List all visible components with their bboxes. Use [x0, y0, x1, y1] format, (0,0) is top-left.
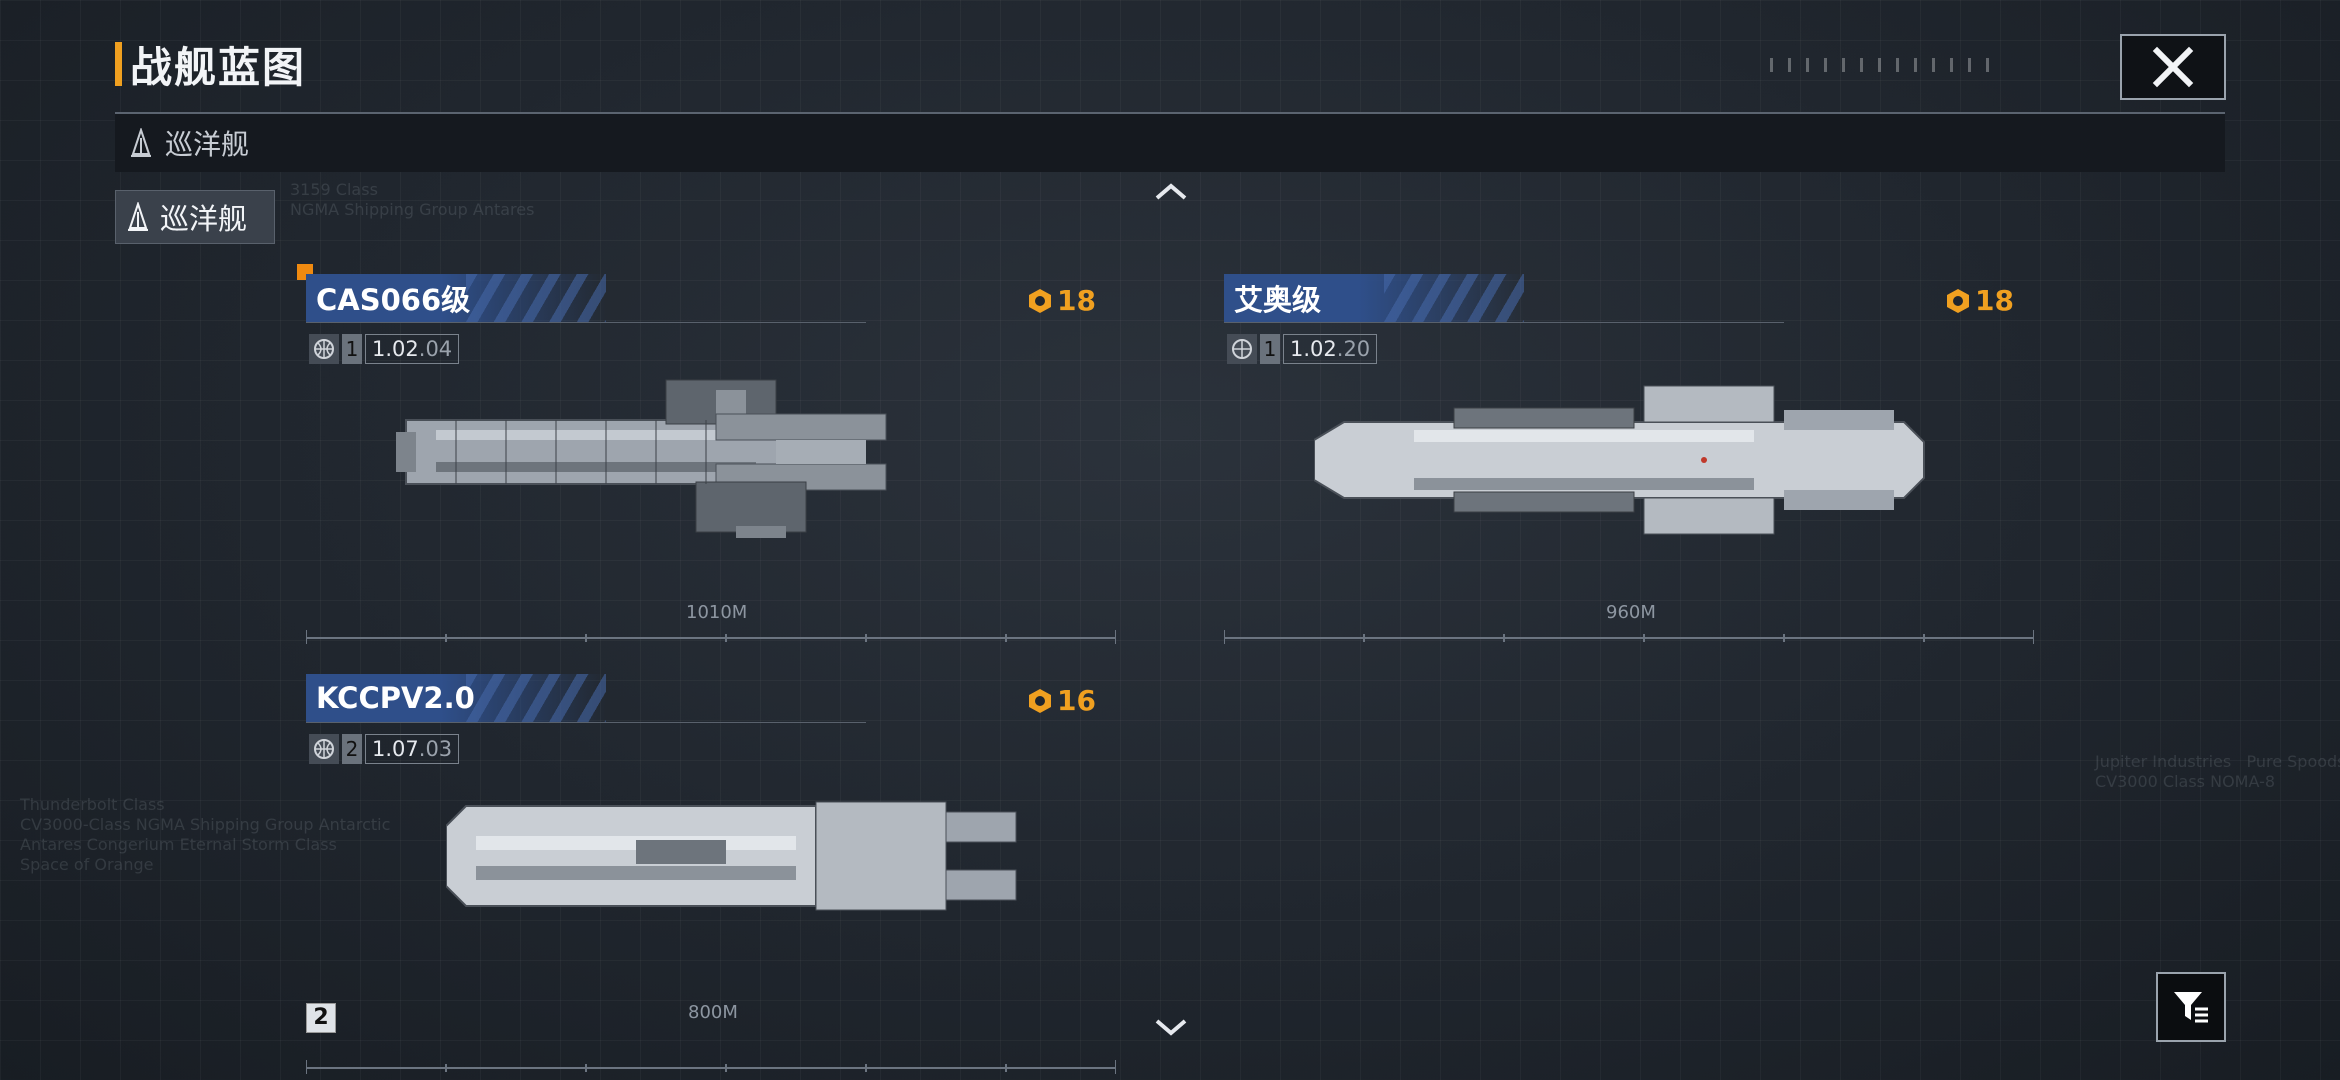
background-decoration: Thunderbolt Class CV3000-Class NGMA Ship…	[20, 795, 391, 874]
blueprint-scale	[306, 630, 1116, 644]
blueprint-scale	[306, 1060, 1116, 1074]
close-icon	[2152, 46, 2194, 88]
ship-level: 1	[1260, 334, 1280, 364]
ship-length: 800M	[688, 1002, 738, 1023]
cost-value: 18	[1975, 284, 2014, 317]
globe-icon	[309, 734, 339, 764]
name-underline	[306, 722, 866, 723]
page-title: 战舰蓝图	[130, 42, 307, 92]
page-number: 2	[306, 1003, 336, 1033]
filter-button[interactable]	[2156, 972, 2226, 1042]
version-main: 1.02	[372, 337, 419, 361]
ship-length: 960M	[1606, 602, 1656, 623]
ship-name-banner: 艾奥级	[1224, 274, 1524, 322]
globe-icon	[309, 334, 339, 364]
ship-cost: 18	[1027, 284, 1096, 317]
ship-version: 1.02.04	[365, 334, 460, 364]
ship-version: 1.02.20	[1283, 334, 1378, 364]
scroll-up-button[interactable]	[1153, 180, 1189, 202]
ship-length: 1010M	[686, 602, 748, 623]
ship-stats: 1 1.02.20	[1227, 334, 1378, 364]
ship-image	[1314, 385, 1925, 535]
version-main: 1.02	[1290, 337, 1337, 361]
ship-version: 1.07.03	[365, 734, 460, 764]
background-decoration: 3159 Class NGMA Shipping Group Antares	[290, 180, 535, 219]
ship-cost: 18	[1945, 284, 2014, 317]
ship-name-banner: CAS066级	[306, 274, 606, 322]
version-main: 1.07	[372, 737, 419, 761]
ship-stats: 2 1.07.03	[309, 734, 460, 764]
category-bar[interactable]: 巡洋舰	[115, 114, 2225, 172]
ship-card[interactable]: CAS066级 18 1 1.02.04 1010M	[297, 264, 1126, 644]
scroll-down-button[interactable]	[1153, 1017, 1189, 1039]
cruiser-icon	[131, 128, 151, 157]
category-label: 巡洋舰	[165, 128, 250, 161]
tab-cruiser[interactable]: 巡洋舰	[115, 190, 275, 244]
background-decoration: Jupiter Industries Pure Spoods CV3000 Cl…	[2095, 752, 2340, 791]
ship-name: CAS066级	[316, 283, 471, 317]
ship-image	[396, 379, 887, 538]
ship-name: KCCPV2.0	[316, 681, 475, 715]
ship-name: 艾奥级	[1234, 283, 1322, 317]
ship-image	[446, 801, 1017, 911]
filter-icon	[2174, 992, 2208, 1023]
name-underline	[1224, 322, 1784, 323]
version-sub: .20	[1336, 337, 1371, 361]
globe-icon	[1227, 334, 1257, 364]
version-sub: .03	[418, 737, 453, 761]
cost-value: 18	[1057, 284, 1096, 317]
ship-level: 1	[342, 334, 362, 364]
ship-card[interactable]: 艾奥级 18 1 1.02.20 960M	[1224, 274, 2044, 644]
page-header: 战舰蓝图	[115, 38, 306, 92]
cost-icon	[1029, 288, 1052, 313]
cruiser-icon	[128, 202, 148, 231]
cost-value: 16	[1057, 684, 1096, 717]
header-divider	[115, 112, 2225, 114]
cost-icon	[1947, 288, 1970, 313]
chevron-down-icon	[1155, 1019, 1187, 1036]
ship-stats: 1 1.02.04	[309, 334, 460, 364]
name-underline	[306, 322, 866, 323]
close-button[interactable]	[2120, 34, 2226, 100]
cost-icon	[1029, 688, 1052, 713]
version-sub: .04	[418, 337, 453, 361]
tab-label: 巡洋舰	[160, 202, 248, 236]
blueprint-scale	[1224, 630, 2034, 644]
ship-cost: 16	[1027, 684, 1096, 717]
title-accent	[115, 42, 122, 86]
ship-card[interactable]: KCCPV2.0 16 2 1.07.03 800M	[306, 674, 1126, 1074]
header-ticks	[1770, 58, 1990, 72]
ship-level: 2	[342, 734, 362, 764]
chevron-up-icon	[1155, 183, 1187, 200]
ship-name-banner: KCCPV2.0	[306, 674, 606, 722]
